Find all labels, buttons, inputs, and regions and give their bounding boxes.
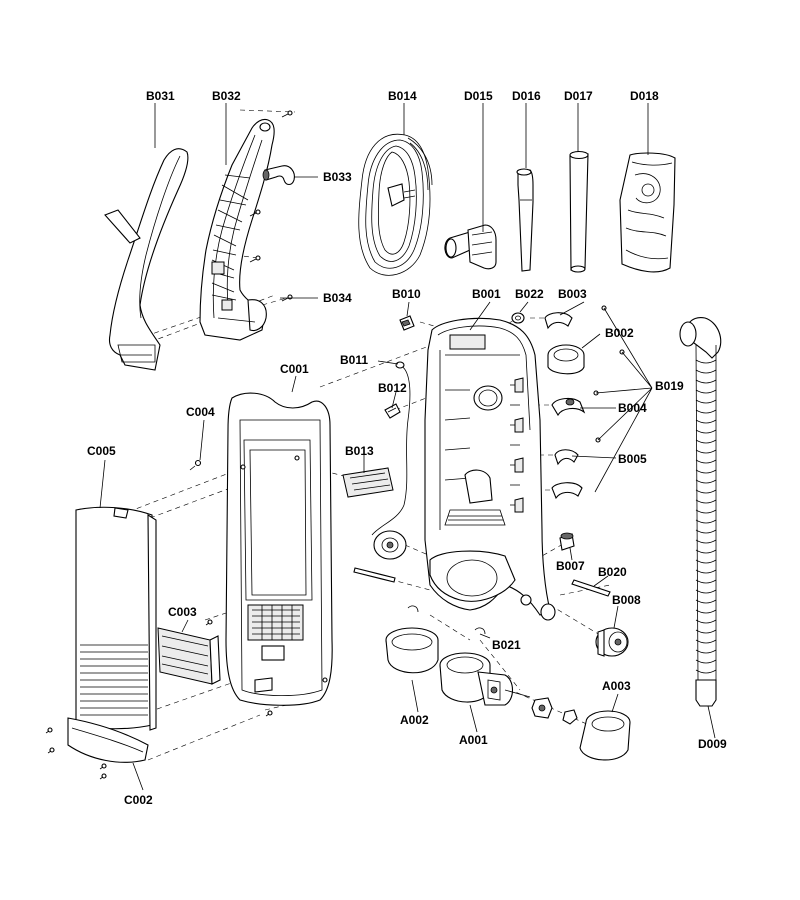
label-b020: B020: [598, 565, 627, 579]
part-a001-motor: [439, 652, 531, 706]
label-c003: C003: [168, 605, 197, 619]
label-b014: B014: [388, 89, 417, 103]
label-c001: C001: [280, 362, 309, 376]
label-c005: C005: [87, 444, 116, 458]
screws-group-handle: [249, 110, 293, 302]
part-c002-bottom-trim: [45, 619, 273, 780]
part-b014-power-cord: [358, 133, 433, 276]
label-d018: D018: [630, 89, 659, 103]
part-b003-clip: [544, 312, 573, 330]
label-b031: B031: [146, 89, 175, 103]
label-a001: A001: [459, 733, 488, 747]
part-a003-exhaust-ring: [579, 710, 631, 761]
part-rear-wheel: [373, 530, 407, 560]
part-c001-cover-frame: [225, 392, 333, 706]
label-d015: D015: [464, 89, 493, 103]
label-b004: B004: [618, 401, 647, 415]
label-c002: C002: [124, 793, 153, 807]
label-d016: D016: [512, 89, 541, 103]
label-b008: B008: [612, 593, 641, 607]
label-b022: B022: [515, 287, 544, 301]
label-b021: B021: [492, 638, 521, 652]
label-c004: C004: [186, 405, 215, 419]
label-b005: B005: [618, 452, 647, 466]
part-c004-screw: [189, 459, 202, 471]
label-b019: B019: [655, 379, 684, 393]
label-b034: B034: [323, 291, 352, 305]
part-b002-collar: [547, 344, 585, 375]
part-b032-handle: [199, 118, 275, 341]
label-d009: D009: [698, 737, 727, 751]
part-b011-wire: [371, 361, 411, 536]
label-b011: B011: [340, 353, 368, 367]
part-b007-knob: [559, 532, 575, 551]
part-d018-dust-bag: [619, 152, 676, 273]
part-b001-main-housing: [424, 317, 556, 621]
part-motor-fan-nut: [531, 697, 578, 725]
label-d017: D017: [564, 89, 593, 103]
label-b013: B013: [345, 444, 374, 458]
label-b032: B032: [212, 89, 241, 103]
part-axle: [353, 567, 396, 583]
part-d016-wand: [516, 168, 534, 272]
label-b002: B002: [605, 326, 634, 340]
leader-lines: [99, 103, 716, 791]
label-b010: B010: [392, 287, 421, 301]
label-a002: A002: [400, 713, 429, 727]
label-b001: B001: [472, 287, 501, 301]
part-b033-clip: [262, 165, 295, 186]
part-c003-filter: [157, 627, 221, 685]
part-b008-wheel: [595, 627, 629, 657]
part-small-clips: [407, 605, 486, 635]
part-c005-front-cover: [75, 506, 157, 731]
label-a003: A003: [602, 679, 631, 693]
part-b010-switch: [399, 315, 415, 331]
part-a002-motor-gasket: [385, 627, 439, 674]
label-b003: B003: [558, 287, 587, 301]
part-d015-nozzle: [444, 224, 497, 270]
part-d017-extension-tube: [569, 150, 589, 273]
part-b020-pin: [571, 579, 611, 597]
label-b033: B033: [323, 170, 352, 184]
part-d009-hose: [679, 317, 722, 707]
part-b004-clip: [551, 397, 586, 417]
part-b031-handle-cover: [104, 148, 189, 371]
part-b022-grommet: [511, 312, 525, 324]
part-labels: B031 B032 B033 B034 B014 D015 D016 D017 …: [87, 89, 727, 807]
label-b007: B007: [556, 559, 585, 573]
part-b013-filter-pad: [342, 467, 394, 498]
part-b005-clip: [551, 449, 583, 500]
label-b012: B012: [378, 381, 407, 395]
